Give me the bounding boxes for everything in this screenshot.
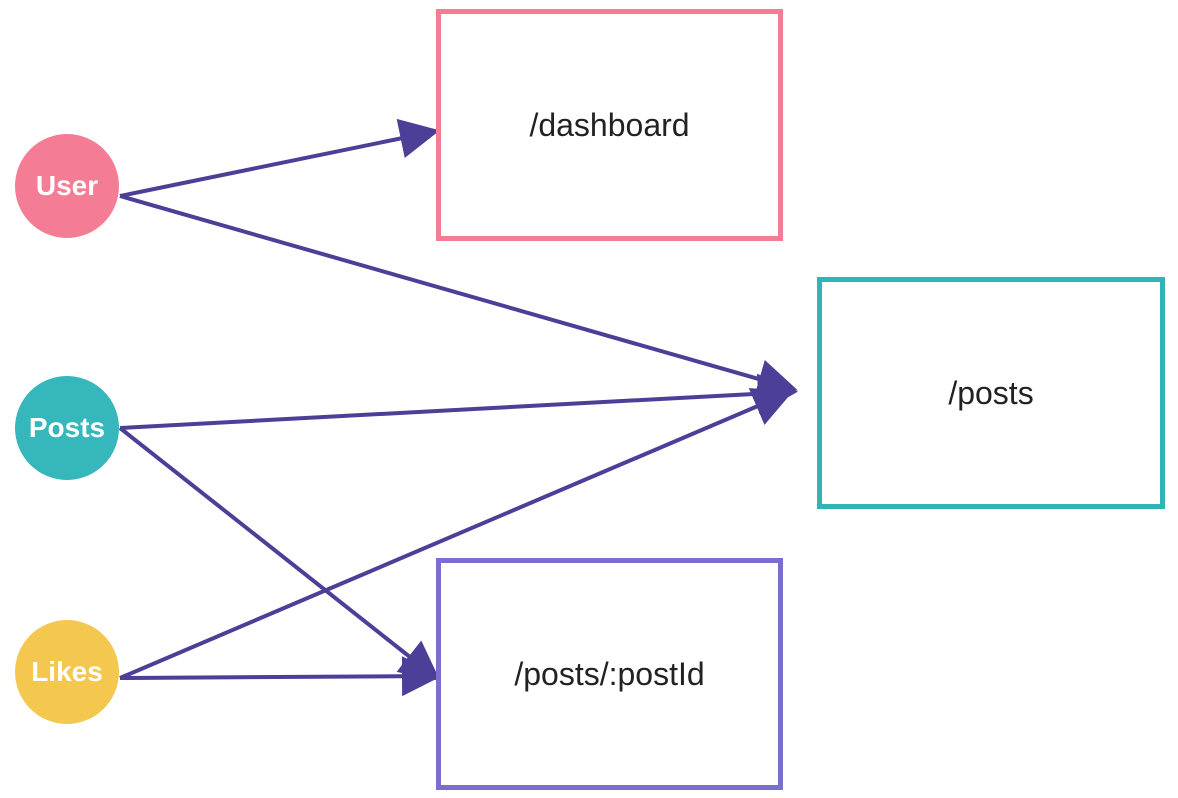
user-node: User (15, 134, 119, 238)
likes-node-label: Likes (31, 656, 103, 687)
arrow-likes-to-postid (119, 656, 442, 697)
arrow-posts-to-postid (118, 426, 441, 681)
likes-node: Likes (15, 620, 119, 724)
posts-node: Posts (15, 376, 119, 480)
arrow-user-to-dashboard (119, 118, 440, 198)
posts-node-label: Posts (28, 412, 106, 443)
postid-route-box: /posts/:postId (436, 558, 783, 790)
posts-route-label: /posts (948, 374, 1034, 411)
dashboard-route-box: /dashboard (436, 9, 783, 241)
postid-route-label: /posts/:postId (514, 655, 705, 692)
arrow-posts-to-posts (119, 373, 798, 430)
posts-route-box: /posts (817, 277, 1165, 509)
user-node-label: User (35, 170, 99, 201)
arrow-user-to-posts (119, 194, 798, 399)
arrow-likes-to-posts (119, 388, 794, 680)
dashboard-route-label: /dashboard (529, 106, 690, 143)
